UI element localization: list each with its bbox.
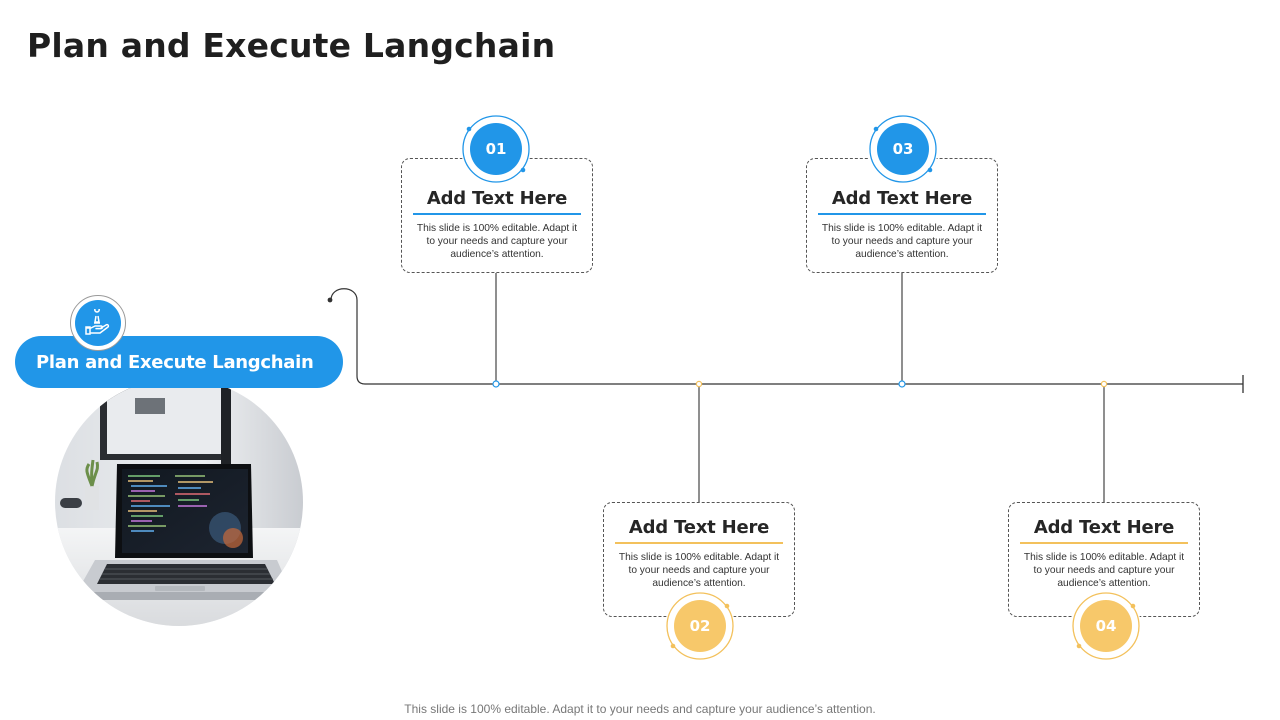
timeline-hook xyxy=(330,288,1243,385)
hero-label: Plan and Execute Langchain xyxy=(36,351,314,373)
step-heading-rule xyxy=(1020,542,1188,544)
step-number: 02 xyxy=(674,600,726,652)
step-body: This slide is 100% editable. Adapt it to… xyxy=(618,552,780,589)
step-body: This slide is 100% editable. Adapt it to… xyxy=(821,223,983,260)
step-number: 04 xyxy=(1080,600,1132,652)
step-heading: Add Text Here xyxy=(426,188,568,209)
step-heading-rule xyxy=(615,542,783,544)
timeline-node-04 xyxy=(1100,380,1108,388)
step-number: 03 xyxy=(877,123,929,175)
step-heading: Add Text Here xyxy=(628,517,770,538)
step-body: This slide is 100% editable. Adapt it to… xyxy=(1023,552,1185,589)
step-card-03: Add Text Here This slide is 100% editabl… xyxy=(806,158,998,273)
step-number: 01 xyxy=(470,123,522,175)
step-heading-rule xyxy=(413,213,581,215)
step-number-ring-04: 04 xyxy=(1071,591,1141,661)
footer-note: This slide is 100% editable. Adapt it to… xyxy=(404,702,876,716)
hand-holding-chess-piece-icon xyxy=(75,300,121,346)
step-number-ring-02: 02 xyxy=(665,591,735,661)
hero-icon-badge xyxy=(70,295,126,351)
timeline-node-01 xyxy=(492,380,500,388)
timeline-node-02 xyxy=(695,380,703,388)
timeline-hook-dot xyxy=(327,297,333,303)
timeline-node-03 xyxy=(898,380,906,388)
laptop-with-code-photo xyxy=(55,378,303,626)
step-number-ring-01: 01 xyxy=(461,114,531,184)
step-body: This slide is 100% editable. Adapt it to… xyxy=(416,223,578,260)
hero-label-pill: Plan and Execute Langchain xyxy=(15,336,343,388)
step-number-ring-03: 03 xyxy=(868,114,938,184)
step-heading: Add Text Here xyxy=(1033,517,1175,538)
step-heading: Add Text Here xyxy=(831,188,973,209)
step-heading-rule xyxy=(818,213,986,215)
page-title: Plan and Execute Langchain xyxy=(27,26,556,65)
